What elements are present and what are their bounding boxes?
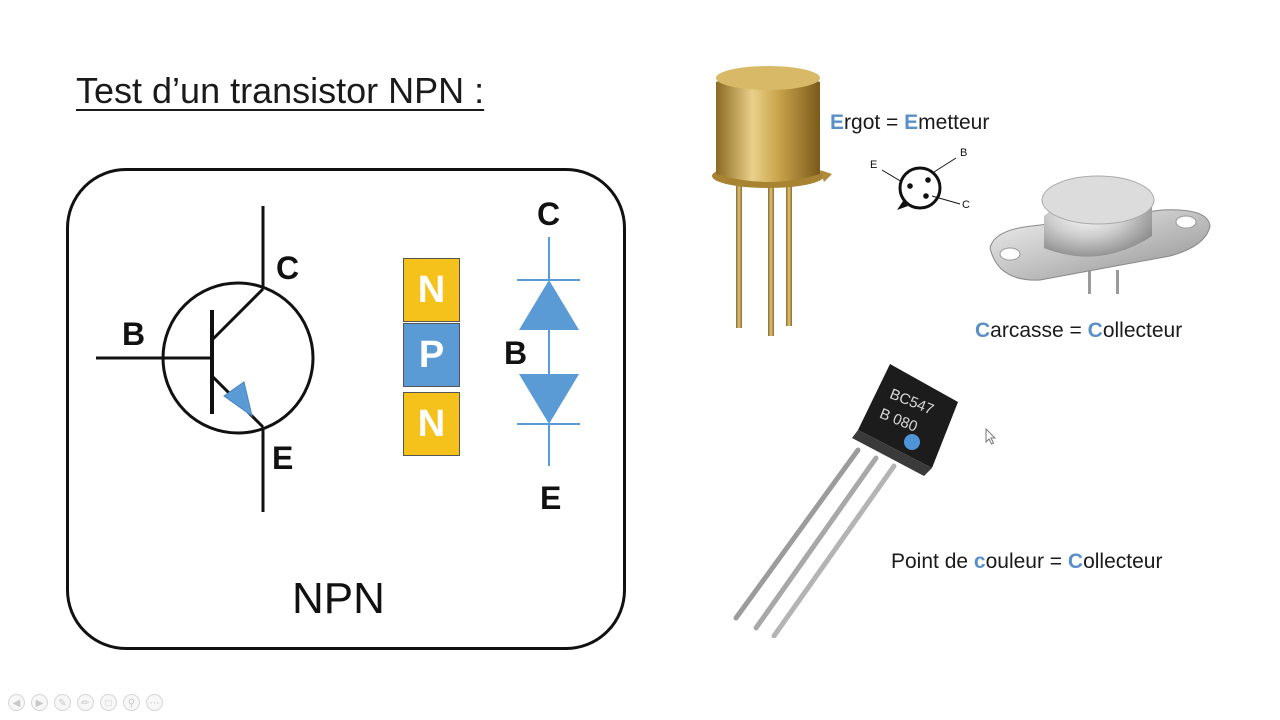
to3-mount-hole-right [1175,215,1197,229]
bc547-lead-3 [771,463,897,638]
to5-can-top [716,66,820,90]
bc547-lead-1 [733,447,861,621]
pinout-pin-c [923,193,929,199]
to5-can-body [716,73,820,182]
pinout-line-c [931,195,961,205]
next-icon[interactable]: ▶ [31,694,48,711]
to3-lead-left [1088,266,1091,294]
diode-bottom-triangle [519,374,579,424]
layer-p: P [403,323,460,387]
mouse-cursor-icon [985,428,997,445]
diode-emitter-label: E [540,480,562,516]
collector-label: C [276,250,300,286]
pinout-pin-e [907,183,913,189]
diode-base-label: B [504,335,528,371]
pinout-label-e: E [870,159,877,171]
zoom-icon[interactable]: ⚲ [123,694,140,711]
color-dot-icon [904,434,920,450]
to5-transistor-photo [712,66,832,336]
bc547-side [852,430,932,476]
layer-n-bottom: N [403,392,460,456]
to5-lead-left [736,186,742,328]
more-icon[interactable]: ⋯ [146,694,163,711]
layer-n-top: N [403,258,460,322]
base-label: B [122,316,146,352]
note-carcasse: Carcasse = Collecteur [975,319,1183,342]
edit-icon[interactable]: ✏ [77,694,94,711]
bc547-body [858,364,958,468]
pinout-line-b [933,157,957,173]
emitter-label: E [272,440,294,476]
diode-top-triangle [519,280,579,330]
pinout-line-e [881,169,903,183]
to3-mount-hole-left [999,247,1021,261]
to3-dome-top [1041,175,1155,225]
emitter-arrow-icon [223,381,253,418]
bc547-transistor-photo: BC547 B 080 [733,364,958,638]
pinout-diagram: E B C [870,147,970,211]
npn-caption: NPN [292,574,385,623]
pinout-label-c: C [962,199,970,211]
diode-collector-label: C [537,196,561,232]
pinout-tab-icon [897,201,908,210]
slide-title: Test d’un transistor NPN : [76,70,485,111]
pen-icon[interactable]: ✎ [54,694,71,711]
pinout-outline [898,166,942,210]
to5-tab-icon [820,170,832,182]
schematic-frame [66,168,626,650]
pinout-pin-b [925,177,931,183]
prev-icon[interactable]: ◀ [8,694,25,711]
collector-diagonal [210,287,265,342]
slides-icon[interactable]: □ [100,694,117,711]
note-point-couleur: Point de couleur = Collecteur [891,550,1163,573]
npn-transistor-symbol [96,206,580,512]
bc547-lead-2 [753,455,879,631]
slideshow-toolbar: ◀ ▶ ✎ ✏ □ ⚲ ⋯ [8,694,163,711]
to3-lead-right [1116,270,1119,294]
pinout-label-b: B [960,147,967,159]
note-ergot: Ergot = Emetteur [830,111,990,134]
to5-lead-middle [768,186,774,336]
to3-transistor-photo [989,175,1211,294]
to5-lead-right [786,186,792,326]
